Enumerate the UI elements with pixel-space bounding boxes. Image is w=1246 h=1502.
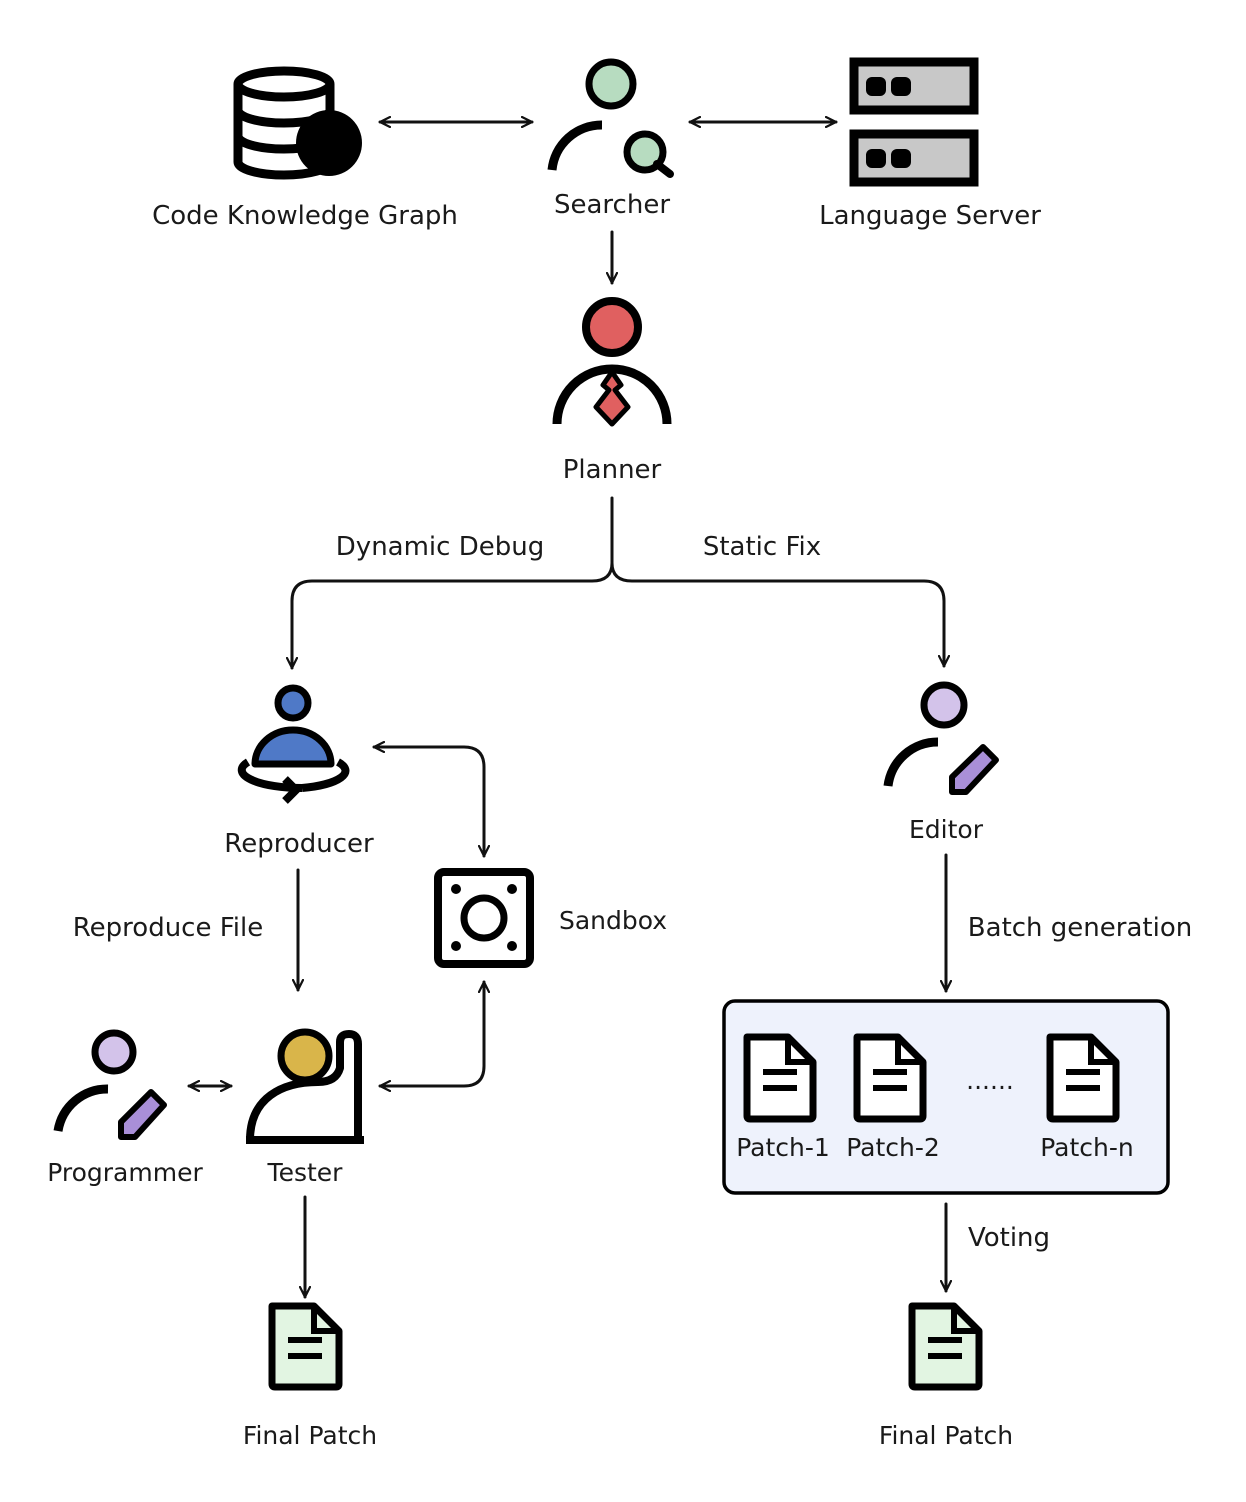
- patch-label: Patch-1: [736, 1133, 830, 1162]
- server-icon: [849, 57, 979, 187]
- patch-ellipsis: ......: [966, 1066, 1014, 1095]
- arrow-dynamic-debug: [292, 496, 614, 670]
- searcher-icon: [547, 58, 674, 178]
- reproducer-icon: [237, 684, 350, 804]
- static-fix-label: Static Fix: [702, 532, 822, 562]
- tester-icon: [246, 1028, 364, 1144]
- searcher-label: Searcher: [553, 190, 671, 220]
- sandbox-label: Sandbox: [558, 906, 668, 935]
- document-icon: [743, 1033, 817, 1123]
- arrow-reproducer-sandbox: [372, 747, 484, 858]
- patch-label: Patch-2: [846, 1133, 940, 1162]
- arrow-static-fix: [610, 561, 944, 668]
- editor-label: Editor: [909, 815, 983, 844]
- voting-label: Voting: [967, 1223, 1051, 1253]
- tester-label: Tester: [267, 1158, 343, 1187]
- final-patch-right-label: Final Patch: [878, 1421, 1014, 1450]
- planner-label: Planner: [562, 455, 662, 485]
- final-patch-left-label: Final Patch: [242, 1421, 378, 1450]
- editor-icon: [883, 681, 999, 795]
- batch-generation-label: Batch generation: [967, 913, 1193, 943]
- programmer-icon: [53, 1029, 167, 1140]
- patch-label: Patch-n: [1040, 1133, 1134, 1162]
- reproducer-label: Reproducer: [224, 829, 374, 859]
- document-icon: [853, 1033, 927, 1123]
- final-patch-icon: [908, 1302, 983, 1391]
- reproduce-file-label: Reproduce File: [72, 913, 264, 943]
- database-icon: [233, 66, 362, 180]
- arrow-tester-sandbox: [378, 980, 484, 1086]
- dynamic-debug-label: Dynamic Debug: [335, 532, 545, 562]
- document-icon: [1046, 1033, 1120, 1123]
- sandbox-icon: [434, 868, 534, 968]
- programmer-label: Programmer: [47, 1158, 203, 1187]
- final-patch-icon: [268, 1302, 343, 1391]
- language-server-label: Language Server: [819, 201, 1041, 231]
- code-knowledge-graph-label: Code Knowledge Graph: [152, 201, 458, 231]
- planner-icon: [552, 297, 672, 427]
